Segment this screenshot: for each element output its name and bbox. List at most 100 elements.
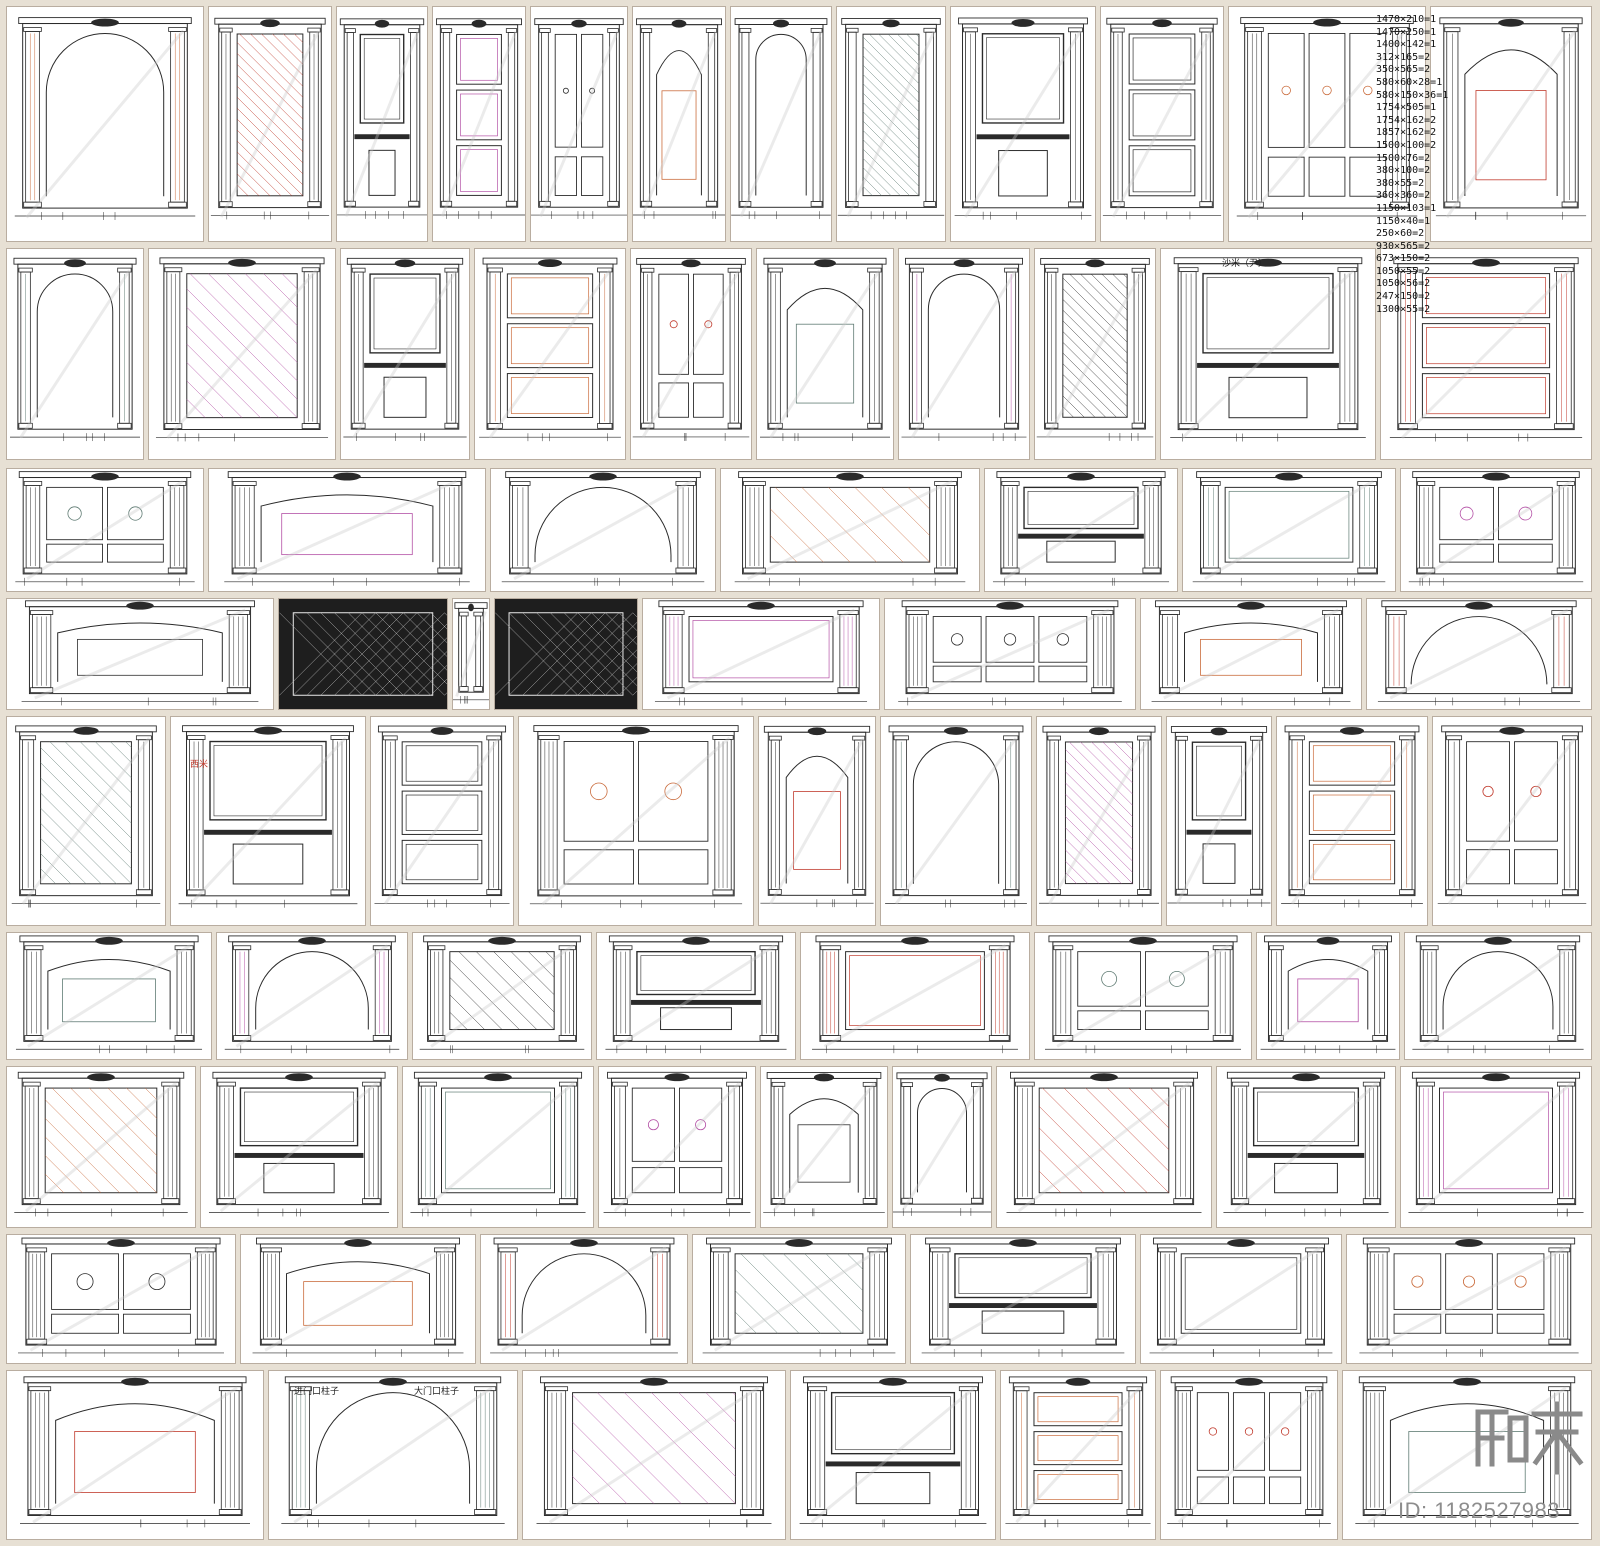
drawing-thumbnail [720, 468, 980, 592]
elevation-drawing [252, 1237, 464, 1357]
elevation-drawing [1437, 725, 1587, 908]
drawing-thumbnail [1034, 932, 1252, 1060]
elevation-drawing [1005, 1376, 1151, 1528]
elevation-drawing [654, 600, 868, 706]
elevation-drawing [605, 935, 787, 1054]
drawing-thumbnail [596, 932, 796, 1060]
drawing-thumbnail [530, 6, 628, 242]
drawing-thumbnail [268, 1370, 518, 1540]
drawing-thumbnail [6, 1370, 264, 1540]
drawing-thumbnail [208, 468, 486, 592]
elevation-drawing [1281, 725, 1423, 908]
elevation-drawing [702, 1237, 896, 1357]
drawing-thumbnail [480, 1234, 688, 1364]
elevation-drawing [799, 1376, 987, 1528]
elevation-drawing [374, 725, 510, 908]
elevation-drawing [15, 935, 203, 1054]
drawing-thumbnail [6, 468, 204, 592]
elevation-drawing [155, 257, 329, 442]
drawing-thumbnail [6, 248, 144, 460]
dimension-list: 1470×210=1 1470×250=1 1400×142=1 312×165… [1376, 14, 1449, 315]
elevation-drawing [1260, 935, 1396, 1054]
drawing-thumbnail [760, 1066, 888, 1228]
drawing-thumbnail [1380, 248, 1592, 460]
elevation-drawing [178, 725, 358, 908]
elevation-drawing [501, 471, 705, 586]
elevation-drawing [898, 600, 1122, 706]
elevation-drawing [921, 1237, 1125, 1357]
elevation-drawing [1389, 257, 1583, 442]
elevation-drawing [1412, 935, 1584, 1054]
elevation-drawing [529, 725, 743, 908]
elevation-drawing [1102, 17, 1222, 220]
drawing-thumbnail [240, 1234, 476, 1364]
drawing-thumbnail [1342, 1370, 1592, 1540]
drawing-thumbnail [1432, 716, 1592, 926]
elevation-drawing [224, 471, 470, 586]
elevation-drawing [1192, 471, 1386, 586]
elevation-drawing [14, 1071, 188, 1217]
elevation-drawing [760, 725, 874, 908]
elevation-drawing [759, 257, 891, 442]
elevation-drawing [224, 935, 400, 1054]
drawing-thumbnail [1000, 1370, 1156, 1540]
elevation-drawing [633, 18, 725, 219]
elevation-drawing [531, 18, 627, 219]
elevation-drawing [208, 1071, 390, 1217]
elevation-drawing [1044, 935, 1242, 1054]
elevation-drawing [731, 18, 831, 220]
elevation-drawing [1149, 1237, 1333, 1357]
drawing-thumbnail [6, 716, 166, 926]
elevation-drawing [992, 471, 1170, 586]
drawing-thumbnail [1140, 598, 1362, 710]
elevation-drawing [14, 17, 196, 220]
drawing-thumbnail [402, 1066, 594, 1228]
elevation-drawing [1435, 17, 1587, 220]
drawing-thumbnail [892, 1066, 992, 1228]
drawing-thumbnail [412, 932, 592, 1060]
elevation-drawing [1223, 1071, 1389, 1217]
drawing-thumbnail [1366, 598, 1592, 710]
drawing-thumbnail [370, 716, 514, 926]
drawing-thumbnail [1228, 6, 1426, 242]
elevation-drawing [536, 1376, 772, 1528]
elevation-drawing [1359, 1237, 1579, 1357]
drawing-thumbnail [1140, 1234, 1342, 1364]
drawing-thumbnail [790, 1370, 996, 1540]
drawing-thumbnail [1160, 1370, 1338, 1540]
elevation-drawing [479, 257, 621, 442]
drawing-thumbnail [522, 1370, 786, 1540]
drawing-thumbnail [800, 932, 1030, 1060]
elevation-drawing [210, 17, 330, 220]
drawing-thumbnail [884, 598, 1136, 710]
drawing-thumbnail [836, 6, 946, 242]
elevation-drawing [419, 935, 585, 1054]
drawing-thumbnail [1182, 468, 1396, 592]
drawing-thumbnail [200, 1066, 398, 1228]
elevation-drawing [281, 1376, 505, 1528]
elevation-drawing [837, 18, 945, 220]
drawing-thumbnail [490, 468, 716, 592]
elevation-drawing [410, 1071, 586, 1217]
elevation-drawing [1408, 471, 1584, 586]
drawing-thumbnail [336, 6, 428, 242]
elevation-drawing [1408, 1071, 1584, 1217]
drawing-thumbnail [1036, 716, 1162, 926]
drawing-thumbnail [1404, 932, 1592, 1060]
elevation-drawing [603, 1071, 751, 1217]
drawing-thumbnail [6, 6, 204, 242]
id-label: ID: 1182527983 [1398, 1498, 1560, 1523]
drawing-thumbnail [1276, 716, 1428, 926]
elevation-drawing [1167, 726, 1271, 907]
elevation-drawing [763, 1072, 885, 1217]
elevation-drawing [1377, 600, 1581, 706]
small-door-label: 进门口柱子 [294, 1387, 340, 1397]
elevation-drawing [1355, 1376, 1579, 1528]
drawing-thumbnail [1160, 248, 1376, 460]
drawing-thumbnail [1034, 248, 1156, 460]
elevation-drawing [954, 17, 1092, 220]
drawing-thumbnail [6, 932, 212, 1060]
drawing-thumbnail [432, 6, 526, 242]
drawing-thumbnail [1100, 6, 1224, 242]
drawing-thumbnail [950, 6, 1096, 242]
